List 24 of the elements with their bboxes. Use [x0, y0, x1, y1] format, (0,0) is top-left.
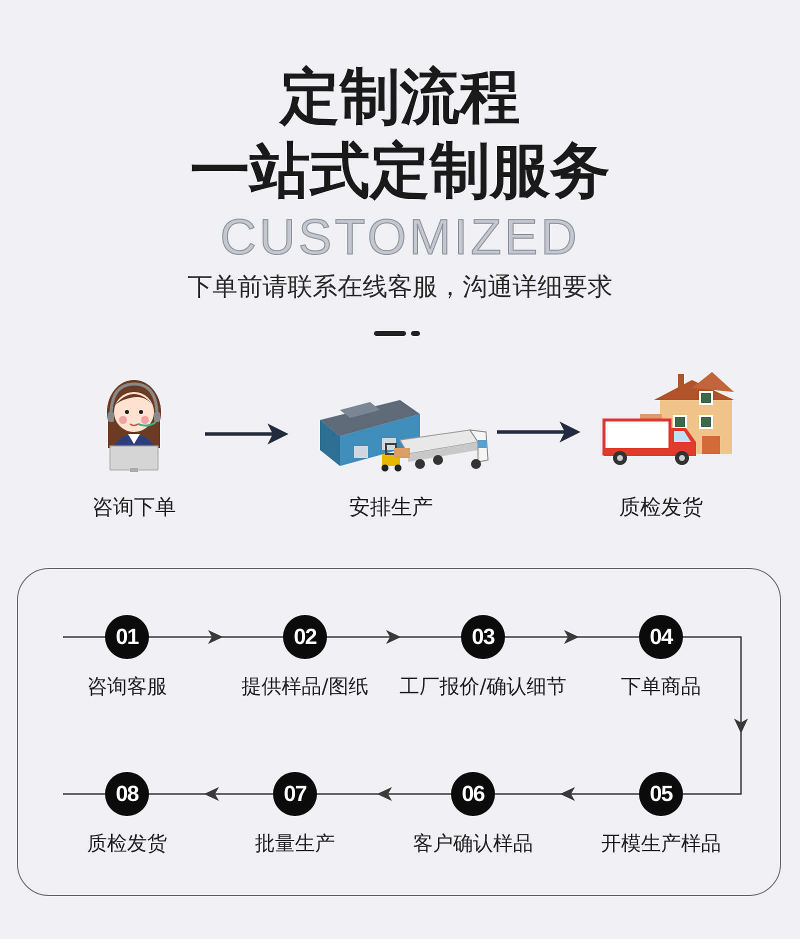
step-caption: 批量生产 — [255, 830, 335, 857]
step-number-circle: 03 — [461, 615, 505, 659]
step-caption: 咨询下单 — [92, 494, 176, 521]
step-caption: 咨询客服 — [87, 673, 167, 700]
background-word: CUSTOMIZED — [219, 210, 581, 264]
step-caption: 质检发货 — [619, 494, 703, 521]
title: 定制流程 — [278, 61, 521, 134]
step-number-circle: 01 — [105, 615, 149, 659]
step-number-circle: 05 — [639, 772, 683, 816]
step-number-circle: 07 — [273, 772, 317, 816]
step-caption: 下单商品 — [621, 673, 701, 700]
step-number-circle: 06 — [451, 772, 495, 816]
step-number-circle: 04 — [639, 615, 683, 659]
subtitle-heading: 一站式定制服务 — [189, 135, 611, 208]
step-caption: 质检发货 — [87, 830, 167, 857]
step-caption: 安排生产 — [349, 494, 433, 521]
step-number-circle: 02 — [283, 615, 327, 659]
step-number-circle: 08 — [105, 772, 149, 816]
step-caption: 客户确认样品 — [413, 830, 533, 857]
step-caption: 提供样品/图纸 — [242, 673, 368, 700]
step-caption: 开模生产样品 — [601, 830, 721, 857]
step-caption: 工厂报价/确认细节 — [400, 673, 566, 700]
instruction-text: 下单前请联系在线客服，沟通详细要求 — [186, 271, 614, 303]
process-panel — [17, 568, 781, 896]
